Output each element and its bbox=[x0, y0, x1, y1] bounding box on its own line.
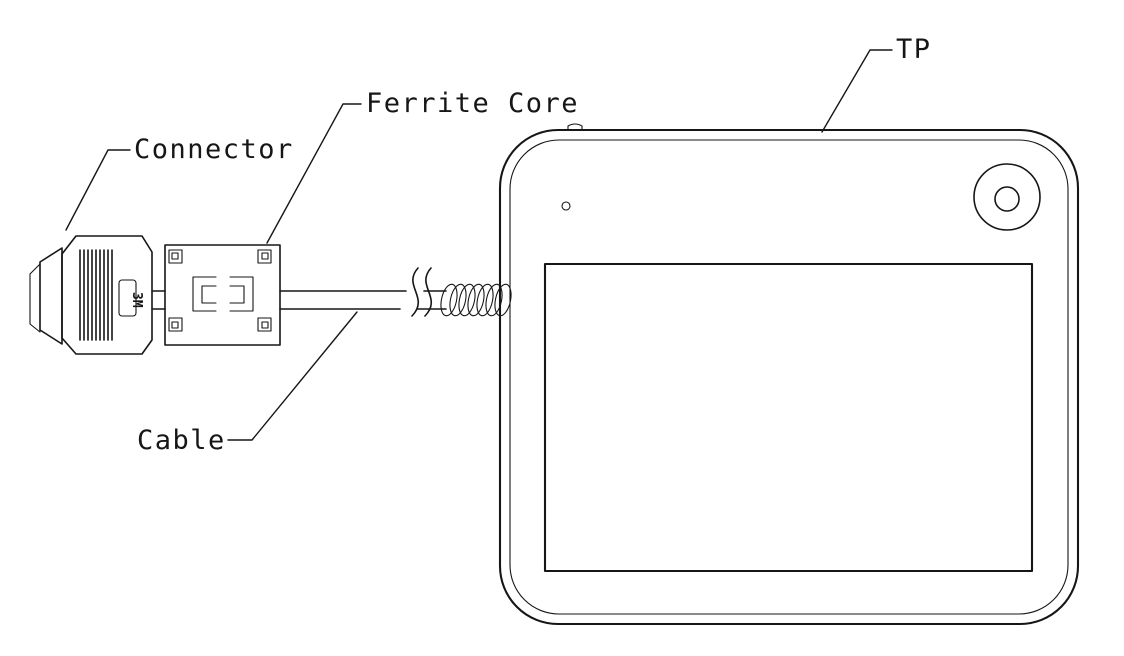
connector-mating-face bbox=[39, 247, 63, 345]
ferrite-core bbox=[164, 244, 281, 346]
tp-camera-lens bbox=[994, 186, 1020, 212]
tp-device bbox=[498, 123, 1080, 626]
tp-camera-ring bbox=[973, 163, 1041, 231]
connector-label: Connector bbox=[134, 134, 294, 165]
tp-inner-outline bbox=[509, 139, 1069, 615]
cable-leader-line bbox=[227, 311, 358, 441]
ferrite-latch-top-left bbox=[168, 249, 183, 264]
connector-grip-ridges bbox=[79, 249, 113, 341]
tp-outer-outline bbox=[498, 128, 1080, 626]
connector-flange bbox=[29, 263, 41, 333]
tp-top-notch bbox=[567, 123, 583, 131]
connector-leader-line bbox=[65, 149, 131, 231]
ferrite-latch-bottom-right bbox=[257, 317, 272, 332]
cable bbox=[151, 267, 512, 317]
cable-coil bbox=[440, 283, 512, 317]
connector: 3M bbox=[29, 235, 153, 355]
ferrite-clip-left bbox=[192, 276, 217, 312]
ferrite-clip-right bbox=[229, 276, 254, 312]
ferrite-latch-top-right bbox=[257, 249, 272, 264]
tp-label: TP bbox=[896, 34, 932, 65]
connector-logo-text: 3M bbox=[129, 292, 144, 308]
ferrite-body bbox=[164, 244, 281, 346]
connector-logo-plate bbox=[118, 279, 137, 317]
cable-break-symbol bbox=[411, 267, 419, 317]
ferrite-latch-bottom-left bbox=[168, 317, 183, 332]
connector-body bbox=[61, 235, 153, 355]
ferrite-core-label: Ferrite Core bbox=[366, 88, 579, 119]
tp-led-dot bbox=[561, 201, 571, 211]
cable-label: Cable bbox=[137, 425, 226, 456]
tp-leader-line bbox=[821, 49, 893, 133]
tp-screen bbox=[543, 262, 1034, 573]
ferrite-leader-line bbox=[266, 103, 362, 244]
